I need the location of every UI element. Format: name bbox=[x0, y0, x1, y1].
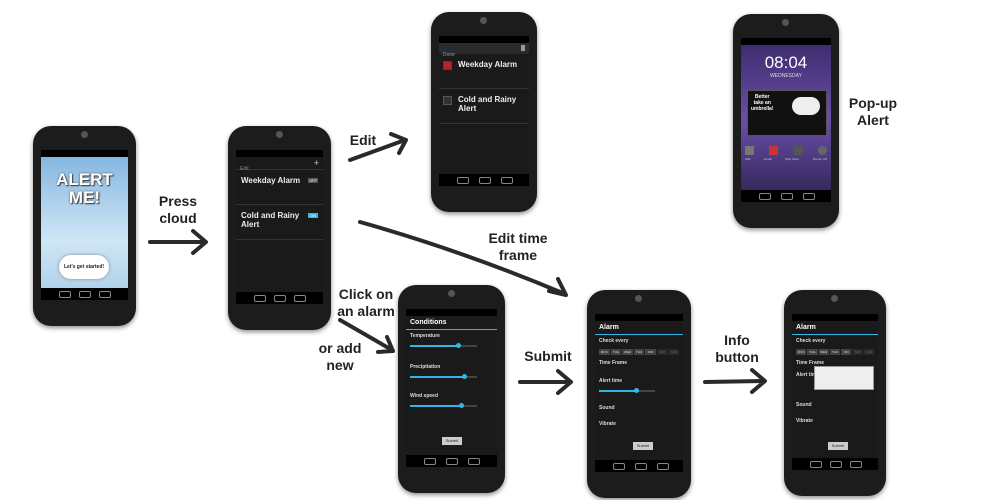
day-sat[interactable]: SAT bbox=[656, 349, 668, 355]
alarm-item[interactable]: Cold and Rainy Alert bbox=[439, 89, 529, 124]
checkbox[interactable] bbox=[443, 96, 452, 105]
alarm-title: Alarm bbox=[792, 321, 878, 335]
arrow-submit-1 bbox=[518, 369, 573, 395]
section-precipitation: Precipitation bbox=[410, 364, 441, 370]
arrow-edit-time-frame bbox=[358, 220, 568, 297]
phone-info-tooltip: Alarm Check every MON TUE WED THU FRI SA… bbox=[784, 290, 886, 496]
day-tue[interactable]: TUE bbox=[610, 349, 622, 355]
section-temperature: Temperature bbox=[410, 333, 440, 339]
info-tooltip bbox=[814, 366, 874, 390]
alarm-name: Cold and Rainy Alert bbox=[241, 211, 300, 229]
start-label: Let's get started! bbox=[63, 264, 105, 270]
day-tue[interactable]: TUE bbox=[807, 349, 818, 355]
label-edit: Edit bbox=[349, 132, 377, 148]
alarm-name: Weekday Alarm bbox=[241, 176, 301, 185]
edit-header[interactable]: Edit bbox=[240, 166, 249, 172]
alarm-name: Cold and Rainy Alert bbox=[458, 95, 517, 113]
alarm-name: Weekday Alarm bbox=[458, 60, 518, 69]
phone-popup-alert: 08:04 WEDNESDAY Better take an umbrella!… bbox=[733, 14, 839, 228]
day-fri[interactable]: FRI bbox=[645, 349, 656, 355]
arrow-press-cloud bbox=[148, 229, 208, 255]
label-info-button: Info button bbox=[715, 332, 759, 365]
label-edit-time-frame: Edit time frame bbox=[488, 230, 548, 263]
submit-button[interactable]: Submit bbox=[633, 442, 653, 450]
lock-day: WEDNESDAY bbox=[770, 73, 802, 79]
day-wed[interactable]: WED bbox=[818, 349, 829, 355]
trash-icon[interactable] bbox=[521, 45, 525, 51]
wind-speed-slider[interactable] bbox=[410, 403, 477, 408]
app-logo: ALERT ME! bbox=[56, 170, 113, 207]
play-store-icon[interactable] bbox=[793, 146, 803, 155]
app-label: Gmail bbox=[763, 157, 772, 161]
temperature-slider[interactable] bbox=[410, 343, 477, 348]
label-press-cloud: Press cloud bbox=[158, 193, 198, 226]
alert-time-label: Alert tim bbox=[796, 372, 817, 378]
lock-time: 08:04 bbox=[764, 53, 808, 72]
sound-label: Sound bbox=[796, 402, 812, 408]
label-popup-alert: Pop-up Alert bbox=[848, 95, 898, 128]
add-icon[interactable]: + bbox=[313, 158, 319, 168]
arrow-click-alarm bbox=[338, 318, 395, 354]
arrow-info bbox=[703, 368, 767, 394]
phone-splash: ALERT ME! Let's get started! bbox=[33, 126, 136, 326]
day-thu[interactable]: THU bbox=[829, 349, 841, 355]
talk-icon[interactable] bbox=[745, 146, 754, 155]
label-or-add-new: or add new bbox=[318, 340, 362, 373]
day-mon[interactable]: MON bbox=[599, 349, 610, 355]
label-click-alarm: Click on an alarm bbox=[337, 286, 395, 319]
alarm-title: Alarm bbox=[595, 321, 683, 335]
gmail-icon[interactable] bbox=[769, 146, 779, 155]
alert-time-slider[interactable] bbox=[599, 388, 655, 393]
submit-button[interactable]: Submit bbox=[828, 442, 848, 450]
day-selector[interactable]: MON TUE WED THU FRI SAT SUN bbox=[595, 347, 683, 357]
alarm-item[interactable]: Cold and Rainy Alert ON bbox=[236, 205, 323, 240]
day-sun[interactable]: SUN bbox=[863, 349, 874, 355]
app-label: Play Store bbox=[785, 157, 800, 161]
day-selector[interactable]: MON TUE WED THU FRI SAT SUN bbox=[792, 347, 878, 357]
submit-button[interactable]: Submit bbox=[442, 437, 462, 445]
day-mon[interactable]: MON bbox=[796, 349, 807, 355]
conditions-title: Conditions bbox=[406, 316, 497, 330]
time-frame-label: Time Frame bbox=[599, 360, 627, 366]
app-label: Screen Off bbox=[812, 157, 827, 161]
screen-off-icon[interactable] bbox=[817, 146, 827, 155]
time-frame-label: Time Frame bbox=[796, 360, 824, 366]
check-every-label: Check every bbox=[599, 338, 629, 344]
alert-time-label: Alert time bbox=[599, 378, 623, 384]
vibrate-label: Vibrate bbox=[599, 421, 616, 427]
alarm-toggle[interactable]: ON bbox=[308, 213, 318, 218]
raincloud-icon bbox=[792, 97, 820, 115]
alert-popup[interactable]: Better take an umbrella! bbox=[747, 90, 827, 136]
day-fri[interactable]: FRI bbox=[841, 349, 852, 355]
alert-message: Better take an umbrella! bbox=[751, 94, 774, 112]
section-wind-speed: Wind speed bbox=[410, 393, 439, 399]
day-sun[interactable]: SUN bbox=[668, 349, 680, 355]
check-every-label: Check every bbox=[796, 338, 826, 344]
done-button[interactable]: Done bbox=[443, 52, 455, 58]
vibrate-label: Vibrate bbox=[796, 418, 813, 424]
day-sat[interactable]: SAT bbox=[852, 349, 863, 355]
checkbox[interactable] bbox=[443, 61, 452, 70]
day-wed[interactable]: WED bbox=[622, 349, 633, 355]
alarm-toggle[interactable]: OFF bbox=[308, 178, 318, 183]
alarm-item[interactable]: Weekday Alarm bbox=[439, 54, 529, 89]
precipitation-slider[interactable] bbox=[410, 374, 477, 379]
arrow-edit bbox=[348, 132, 408, 162]
sound-label: Sound bbox=[599, 405, 615, 411]
phone-alarm-list: Edit + Weekday Alarm OFF Cold and Rainy … bbox=[228, 126, 331, 330]
phone-delete-mode: Done Weekday Alarm Cold and Rainy Alert bbox=[431, 12, 537, 212]
app-label: Talk bbox=[745, 157, 751, 161]
phone-alarm-settings: Alarm Check every MON TUE WED THU FRI SA… bbox=[587, 290, 691, 498]
alarm-item[interactable]: Weekday Alarm OFF bbox=[236, 170, 323, 205]
day-thu[interactable]: THU bbox=[633, 349, 645, 355]
phone-conditions: Conditions Temperature Precipitation Win… bbox=[398, 285, 505, 493]
start-cloud-button[interactable]: Let's get started! bbox=[59, 255, 109, 279]
label-submit: Submit bbox=[524, 348, 572, 364]
